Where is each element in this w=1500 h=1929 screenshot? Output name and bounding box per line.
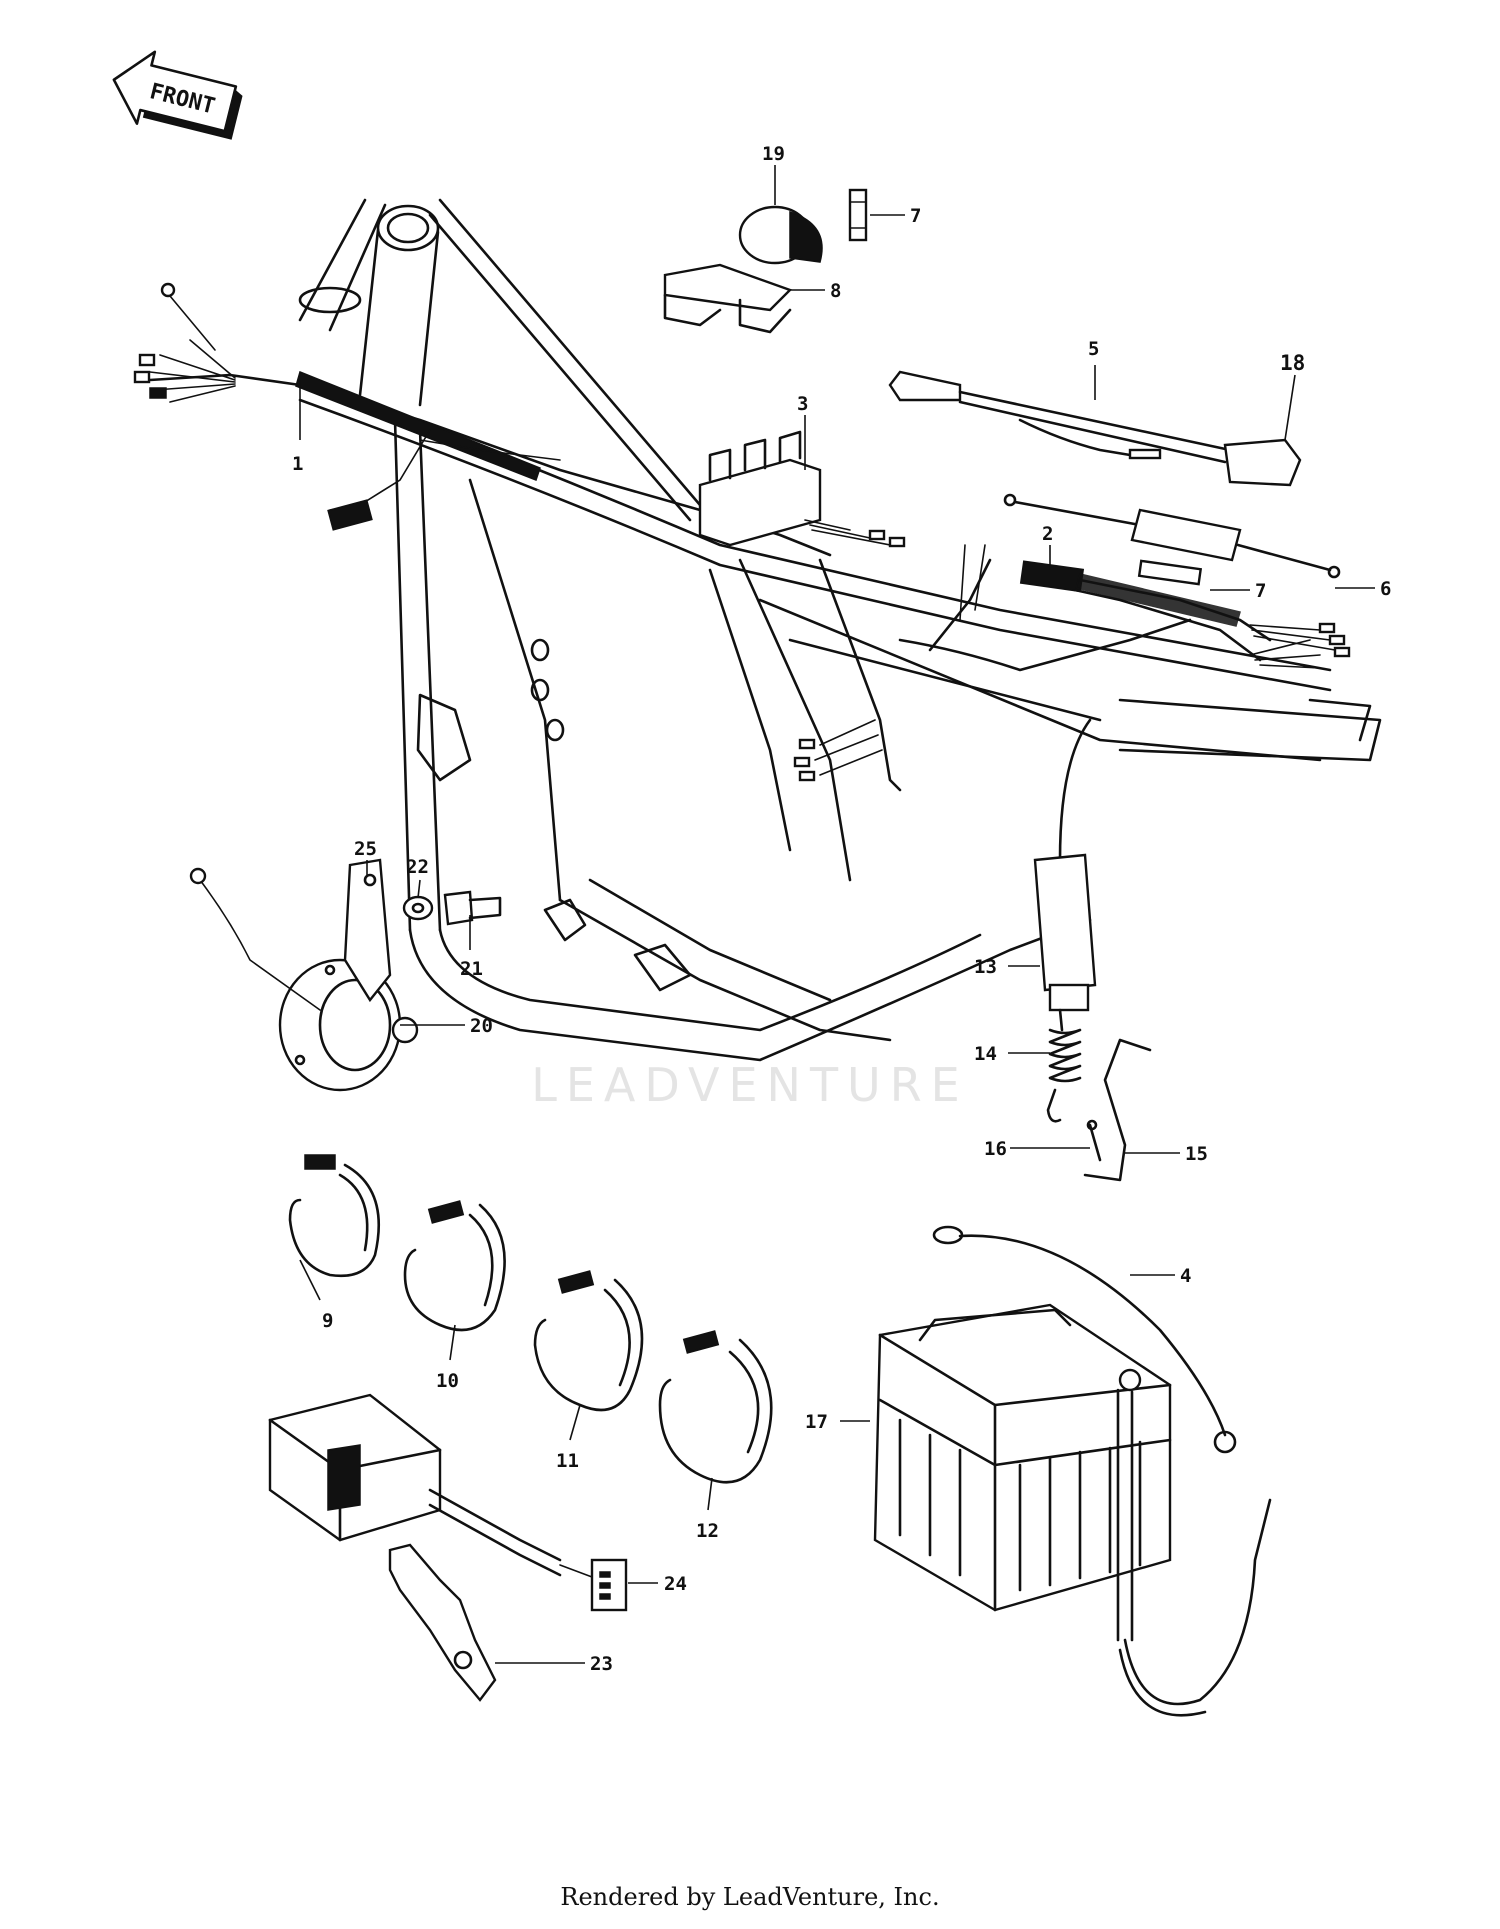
- part-12-strap: [658, 1330, 773, 1484]
- part-25-horn-bracket: [343, 858, 392, 1003]
- label-part-11: 11: [556, 1450, 579, 1472]
- label-part-5: 5: [1088, 338, 1099, 360]
- part-labels: 1 2 3 4 5 6 7 7 8 9 10 11 12 13 14 15 16…: [292, 143, 1391, 1675]
- label-part-8: 8: [830, 280, 841, 302]
- part-18-terminal-boot: [1223, 438, 1302, 487]
- label-part-13: 13: [974, 956, 997, 978]
- label-part-23: 23: [590, 1653, 613, 1675]
- label-part-20: 20: [470, 1015, 493, 1037]
- label-part-6: 6: [1380, 578, 1391, 600]
- label-part-18: 18: [1280, 351, 1305, 375]
- label-part-25: 25: [354, 838, 377, 860]
- label-part-1: 1: [292, 453, 303, 475]
- part-24-rectifier: [268, 1393, 628, 1612]
- main-wiring-harness: [133, 282, 1321, 792]
- label-part-14: 14: [974, 1043, 997, 1065]
- part-4-battery-cable: [932, 1225, 1237, 1454]
- label-part-21: 21: [460, 958, 483, 980]
- part-22-washer: [402, 895, 434, 921]
- label-part-7-top: 7: [910, 205, 921, 227]
- label-part-9: 9: [322, 1310, 333, 1332]
- front-arrow: FRONT: [112, 50, 243, 140]
- part-21-bolt: [443, 890, 502, 926]
- label-part-3: 3: [797, 393, 808, 415]
- part-7-fuse: [848, 188, 1203, 586]
- part-10-strap: [403, 1200, 506, 1332]
- part-16-clip: [1086, 1119, 1102, 1162]
- label-part-16: 16: [984, 1138, 1007, 1160]
- label-part-10: 10: [436, 1370, 459, 1392]
- part-17-battery: [873, 1303, 1272, 1717]
- part-23-mounting-plate: [388, 1543, 497, 1702]
- part-14-spring: [1046, 1008, 1082, 1123]
- part-2-sub-harness: [1019, 560, 1351, 658]
- part-13-brake-switch: [1033, 718, 1097, 1012]
- part-9-strap: [288, 1154, 381, 1278]
- leader-lines: [299, 165, 1375, 1664]
- label-part-4: 4: [1180, 1265, 1191, 1287]
- label-part-2: 2: [1042, 523, 1053, 545]
- part-19-relay: [738, 205, 823, 265]
- part-15-switch-rod: [1083, 1038, 1152, 1182]
- label-part-7-inline: 7: [1255, 580, 1266, 602]
- part-11-strap: [533, 1270, 644, 1412]
- part-8-bracket: [663, 263, 793, 334]
- label-part-15: 15: [1185, 1143, 1208, 1165]
- label-part-19: 19: [762, 143, 785, 165]
- label-part-24: 24: [664, 1573, 687, 1595]
- part-3-junction-block: [698, 430, 906, 548]
- label-part-22: 22: [406, 856, 429, 878]
- footer-credit: Rendered by LeadVenture, Inc.: [560, 1883, 940, 1911]
- label-part-12: 12: [696, 1520, 719, 1542]
- label-part-17: 17: [805, 1411, 828, 1433]
- part-6-fuse-holder: [1003, 493, 1341, 579]
- part-5-cable: [888, 370, 1232, 464]
